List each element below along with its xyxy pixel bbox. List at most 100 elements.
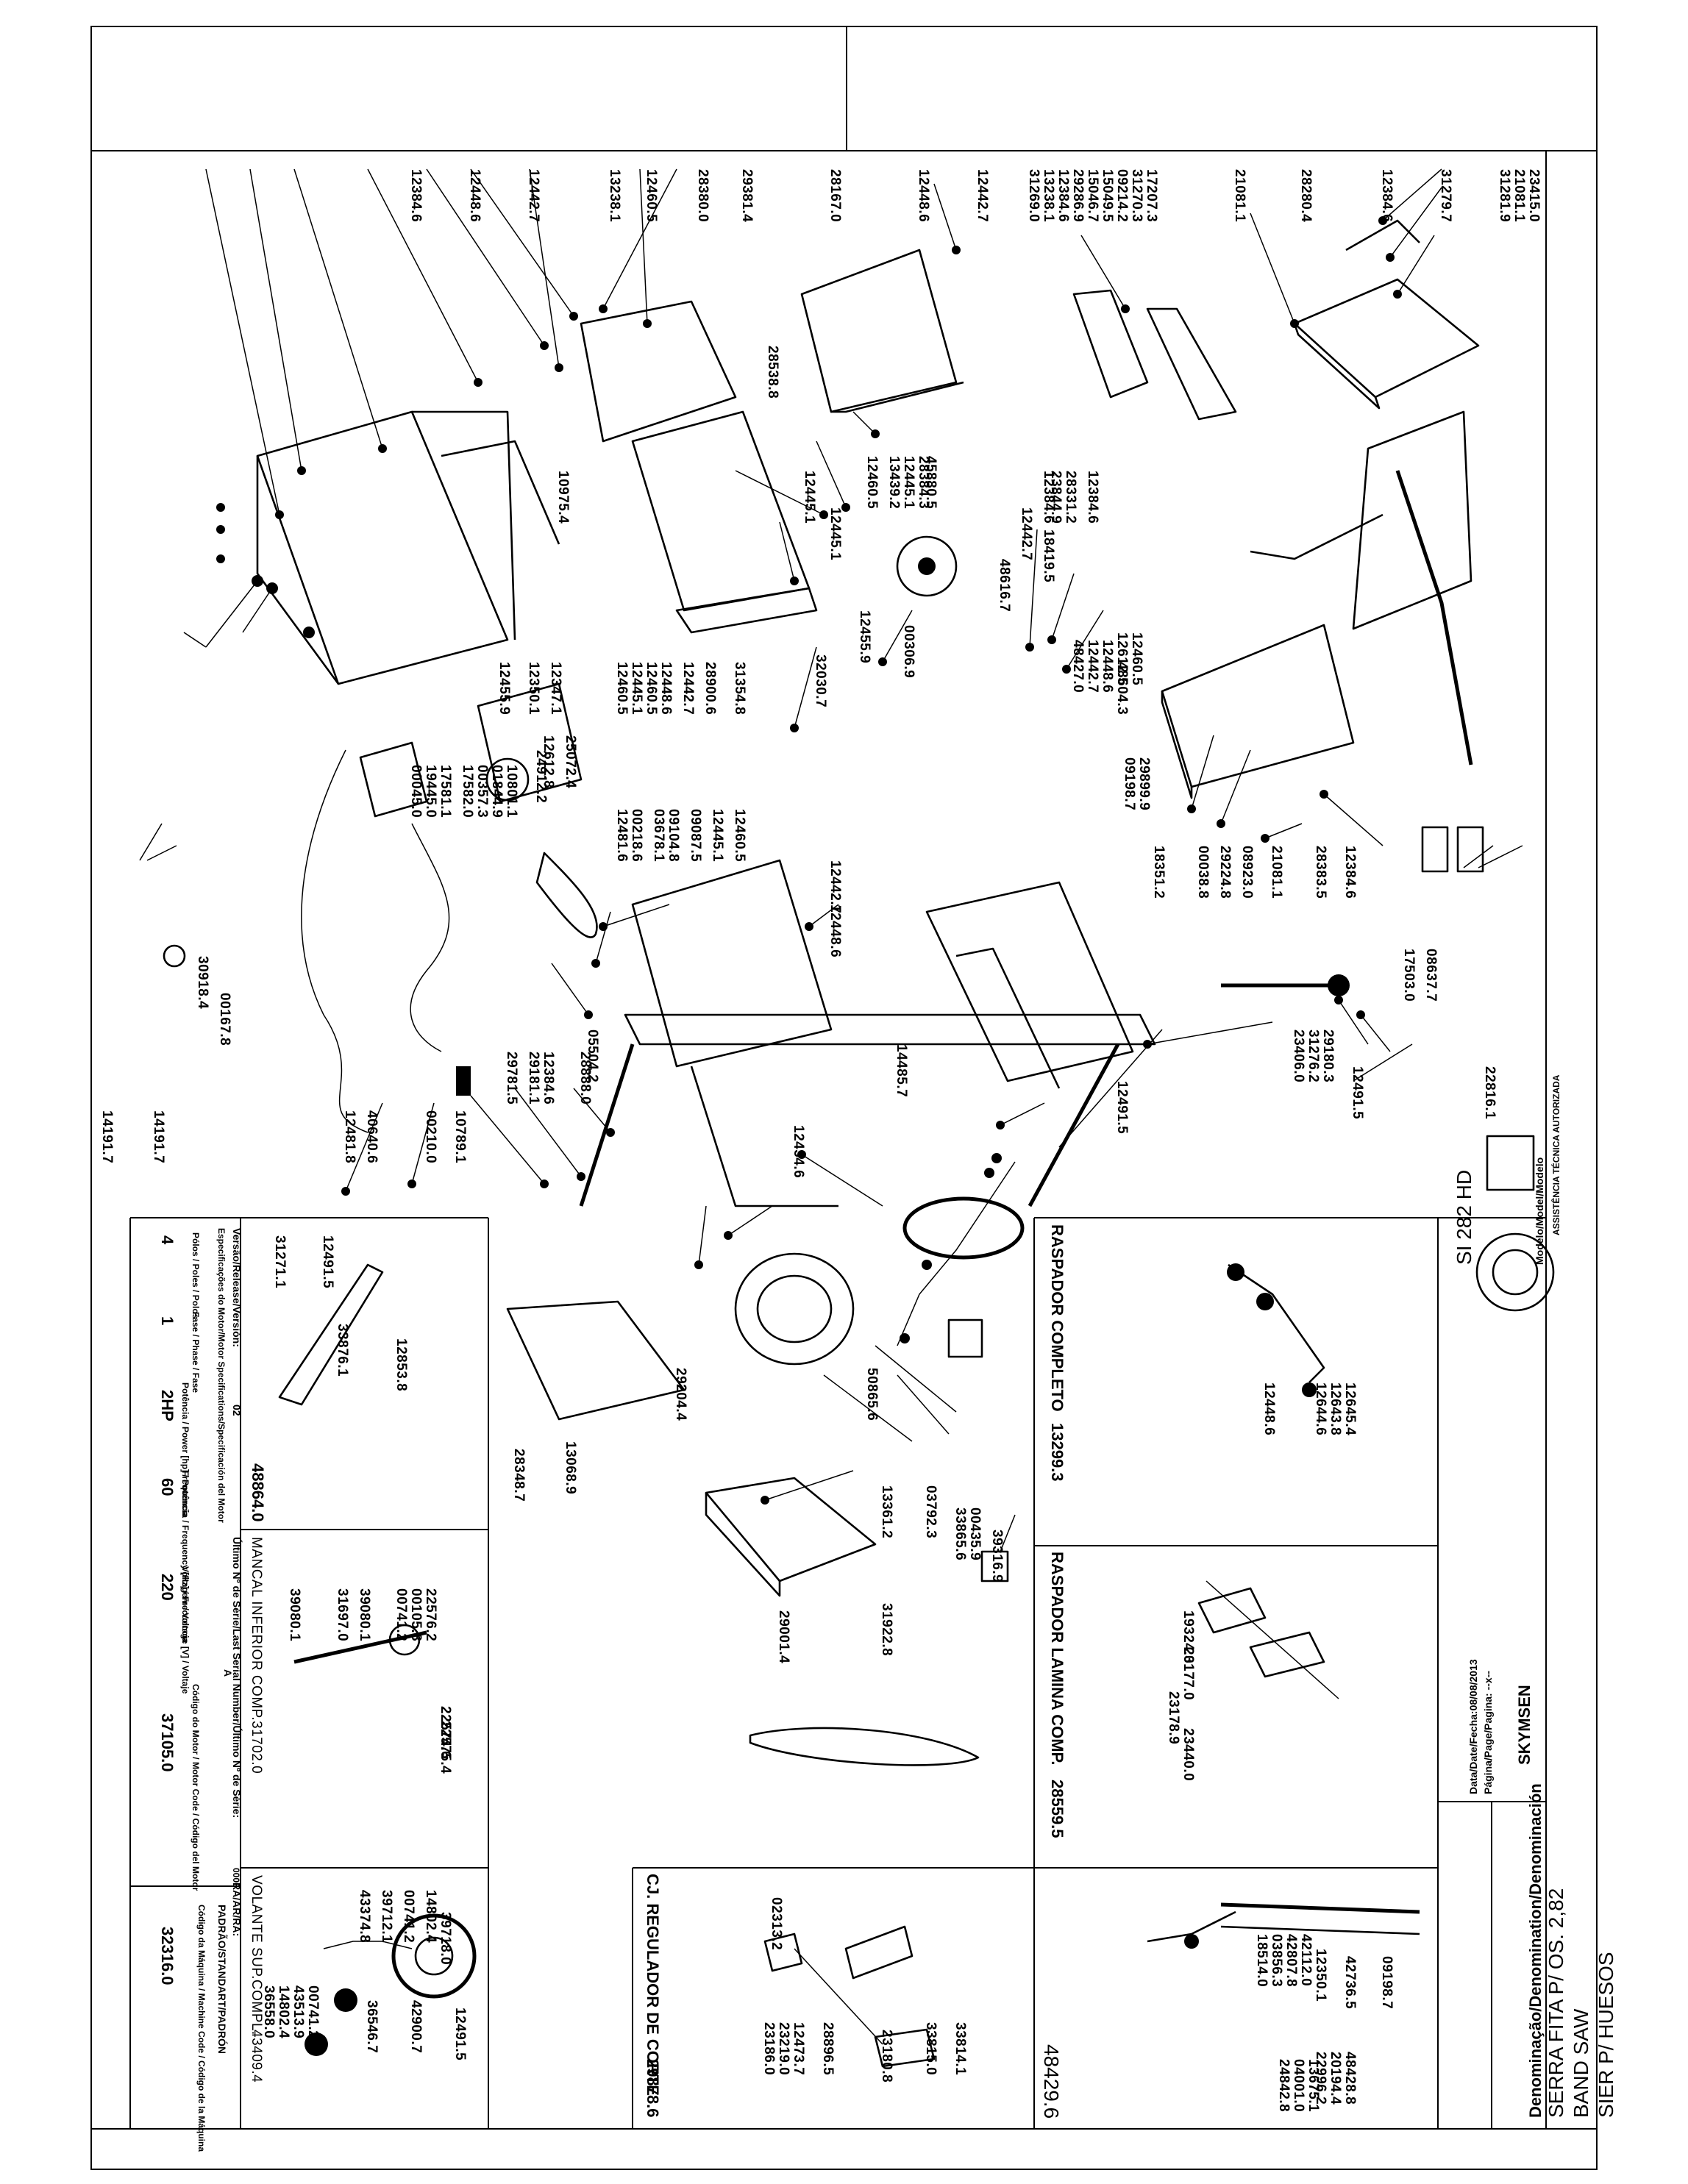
saw-blade: [749, 1727, 980, 1766]
part-label: 12384.6: [1085, 471, 1100, 524]
part-label: 14191.7: [99, 1110, 115, 1163]
part-label: 48616.7: [997, 559, 1012, 612]
saw-table-plate: [1161, 624, 1355, 788]
part-label: 12455.9: [857, 610, 872, 663]
fence-rail-left: [1072, 289, 1149, 399]
part-label: 12448.6: [827, 904, 843, 957]
regulador-sketch: [763, 1925, 936, 2068]
regulador-part-label: 02313.2: [769, 1897, 784, 1950]
ultimo-label: Último Nº de Série/Last Serial Number/Úl…: [231, 1537, 243, 1818]
part-label: 12384.6: [1041, 471, 1056, 524]
padrao-sub: Código da Máquina / Machine Code / Códig…: [196, 1905, 207, 2152]
warning-label: [947, 1318, 983, 1358]
brand-logo: SKYMSEN: [1515, 1685, 1534, 1765]
motor-code-value: 37105.0: [158, 1713, 177, 1772]
model-box-sketch: [1147, 1902, 1420, 1949]
part-label: 31269.0: [1026, 169, 1041, 222]
part-label: 00210.0: [423, 1110, 438, 1163]
part-label: 13439.2: [886, 456, 902, 509]
mancal-sketch: [293, 1624, 427, 1664]
part-label: 12442.7: [975, 169, 990, 222]
part-label: 12481.8: [342, 1110, 357, 1163]
raspador-lamina-title: RASPADOR LAMINA COMP.: [1048, 1552, 1066, 1766]
motor-value-frequency: 60: [158, 1478, 177, 1496]
part-label: 15049.5: [1100, 169, 1115, 222]
mesa-box-part-label: 12853.8: [393, 1338, 409, 1391]
grommet: [163, 944, 186, 968]
raspador-completo-title: RASPADOR COMPLETO: [1048, 1224, 1066, 1412]
part-label: 12445.1: [901, 456, 916, 509]
part-label: 12347.1: [548, 662, 563, 715]
part-label: 12442.7: [680, 662, 696, 715]
part-label: 09198.7: [1122, 757, 1137, 810]
denomination-label: Denominação/Denomination/Denominación: [1526, 1783, 1545, 2118]
part-label: 08923.0: [1239, 846, 1255, 899]
mesa-box-part-label: 33876.1: [335, 1324, 350, 1377]
part-label: 13068.9: [563, 1441, 578, 1494]
outer-frame: [90, 26, 1598, 2170]
part-label: 12448.6: [916, 169, 931, 222]
part-label: 29180.3: [1320, 1029, 1336, 1082]
motor-value-power: 2HP: [158, 1390, 177, 1421]
raspador-completo-part-label: 12643.8: [1328, 1382, 1343, 1435]
part-label: 01844.9: [489, 765, 505, 818]
part-label: 18419.5: [1041, 529, 1056, 582]
part-label: 29001.4: [776, 1610, 791, 1663]
part-label: 00038.8: [1195, 846, 1211, 899]
part-label: 00167.8: [217, 993, 232, 1046]
part-label: 22816.1: [1482, 1066, 1498, 1119]
part-label: 12460.5: [864, 456, 880, 509]
part-label: 28900.6: [702, 662, 718, 715]
part-label: 12384.6: [1379, 169, 1395, 222]
stamp-text: ASSISTÊNCIA TÉCNICA AUTORIZADA: [1550, 1074, 1561, 1235]
motor-header-code: Código do Motor / Motor Code / Código de…: [190, 1684, 201, 1891]
raspador-lamina-part-label: 19324.0: [1180, 1610, 1196, 1663]
part-label: 17581.1: [438, 765, 453, 818]
part-label: 21081.1: [1269, 846, 1284, 899]
motor-header-voltage: Voltagem / Voltage [V] / Voltaje: [180, 1566, 190, 1694]
motor-value-phase: 1: [158, 1316, 177, 1325]
motor-spec-label: Especificações do Motor/Motor Specificat…: [216, 1228, 227, 1523]
part-label: 13361.2: [879, 1485, 894, 1538]
model-code-letter: A: [222, 1669, 234, 1677]
mancal-part-label: 22575.4: [438, 1721, 453, 1774]
part-label: 14485.7: [894, 1044, 909, 1097]
subassembly-grid: [129, 1217, 1546, 2129]
regulador-part-label: 12473.7: [791, 2022, 806, 2075]
part-label: 29286.9: [1070, 169, 1086, 222]
label-plate-1: [1421, 826, 1449, 873]
part-label: 15046.7: [1085, 169, 1100, 222]
part-label: 13238.1: [1041, 169, 1056, 222]
raspador-completo-part-label: 12645.4: [1342, 1382, 1358, 1435]
part-label: 45880.5: [923, 456, 939, 509]
title-block: Denominação/Denomination/Denominación SE…: [1526, 1783, 1617, 2118]
part-label: 31281.9: [1497, 169, 1512, 222]
date-label: Data/Date/Fecha:08/08/2013: [1467, 1659, 1479, 1794]
part-label: 00357.3: [474, 765, 490, 818]
part-label: 29781.5: [504, 1052, 519, 1105]
volante-part-label: 42900.7: [408, 2000, 424, 2053]
denomination-line3: SIER P/ HUESOS: [1595, 1952, 1617, 2118]
part-label: 23844.9: [1048, 471, 1064, 524]
mancal-part-label: 39080.1: [357, 1588, 372, 1641]
part-label: 12448.6: [658, 662, 674, 715]
part-label: 28384.3: [916, 456, 931, 509]
motor-header-phase: Fase / Phase / Fase: [190, 1312, 201, 1393]
part-label: 12384.6: [408, 169, 424, 222]
volante-part-label: 14802.4: [423, 1890, 438, 1943]
part-label: 29381.4: [739, 169, 755, 222]
fence-rail-right: [1146, 307, 1237, 421]
part-label: 12384.6: [541, 1052, 556, 1105]
motor-header-poles: Pólos / Poles / Polos: [190, 1232, 201, 1319]
small-box-code: 48429.6: [1040, 2044, 1063, 2119]
part-label: 31270.3: [1129, 169, 1144, 222]
part-label: 05504.2: [585, 1029, 600, 1082]
part-label: 12445.1: [802, 471, 817, 524]
model-box-part-label: 42112.0: [1298, 1934, 1314, 1986]
part-label: 09087.5: [688, 809, 703, 862]
part-label: 28383.5: [1313, 846, 1328, 899]
mancal-title: MANCAL INFERIOR COMP.: [249, 1537, 264, 1721]
raspador-completo-sketch: [1227, 1263, 1325, 1397]
raspador-completo-part-label: 12448.6: [1261, 1382, 1277, 1435]
